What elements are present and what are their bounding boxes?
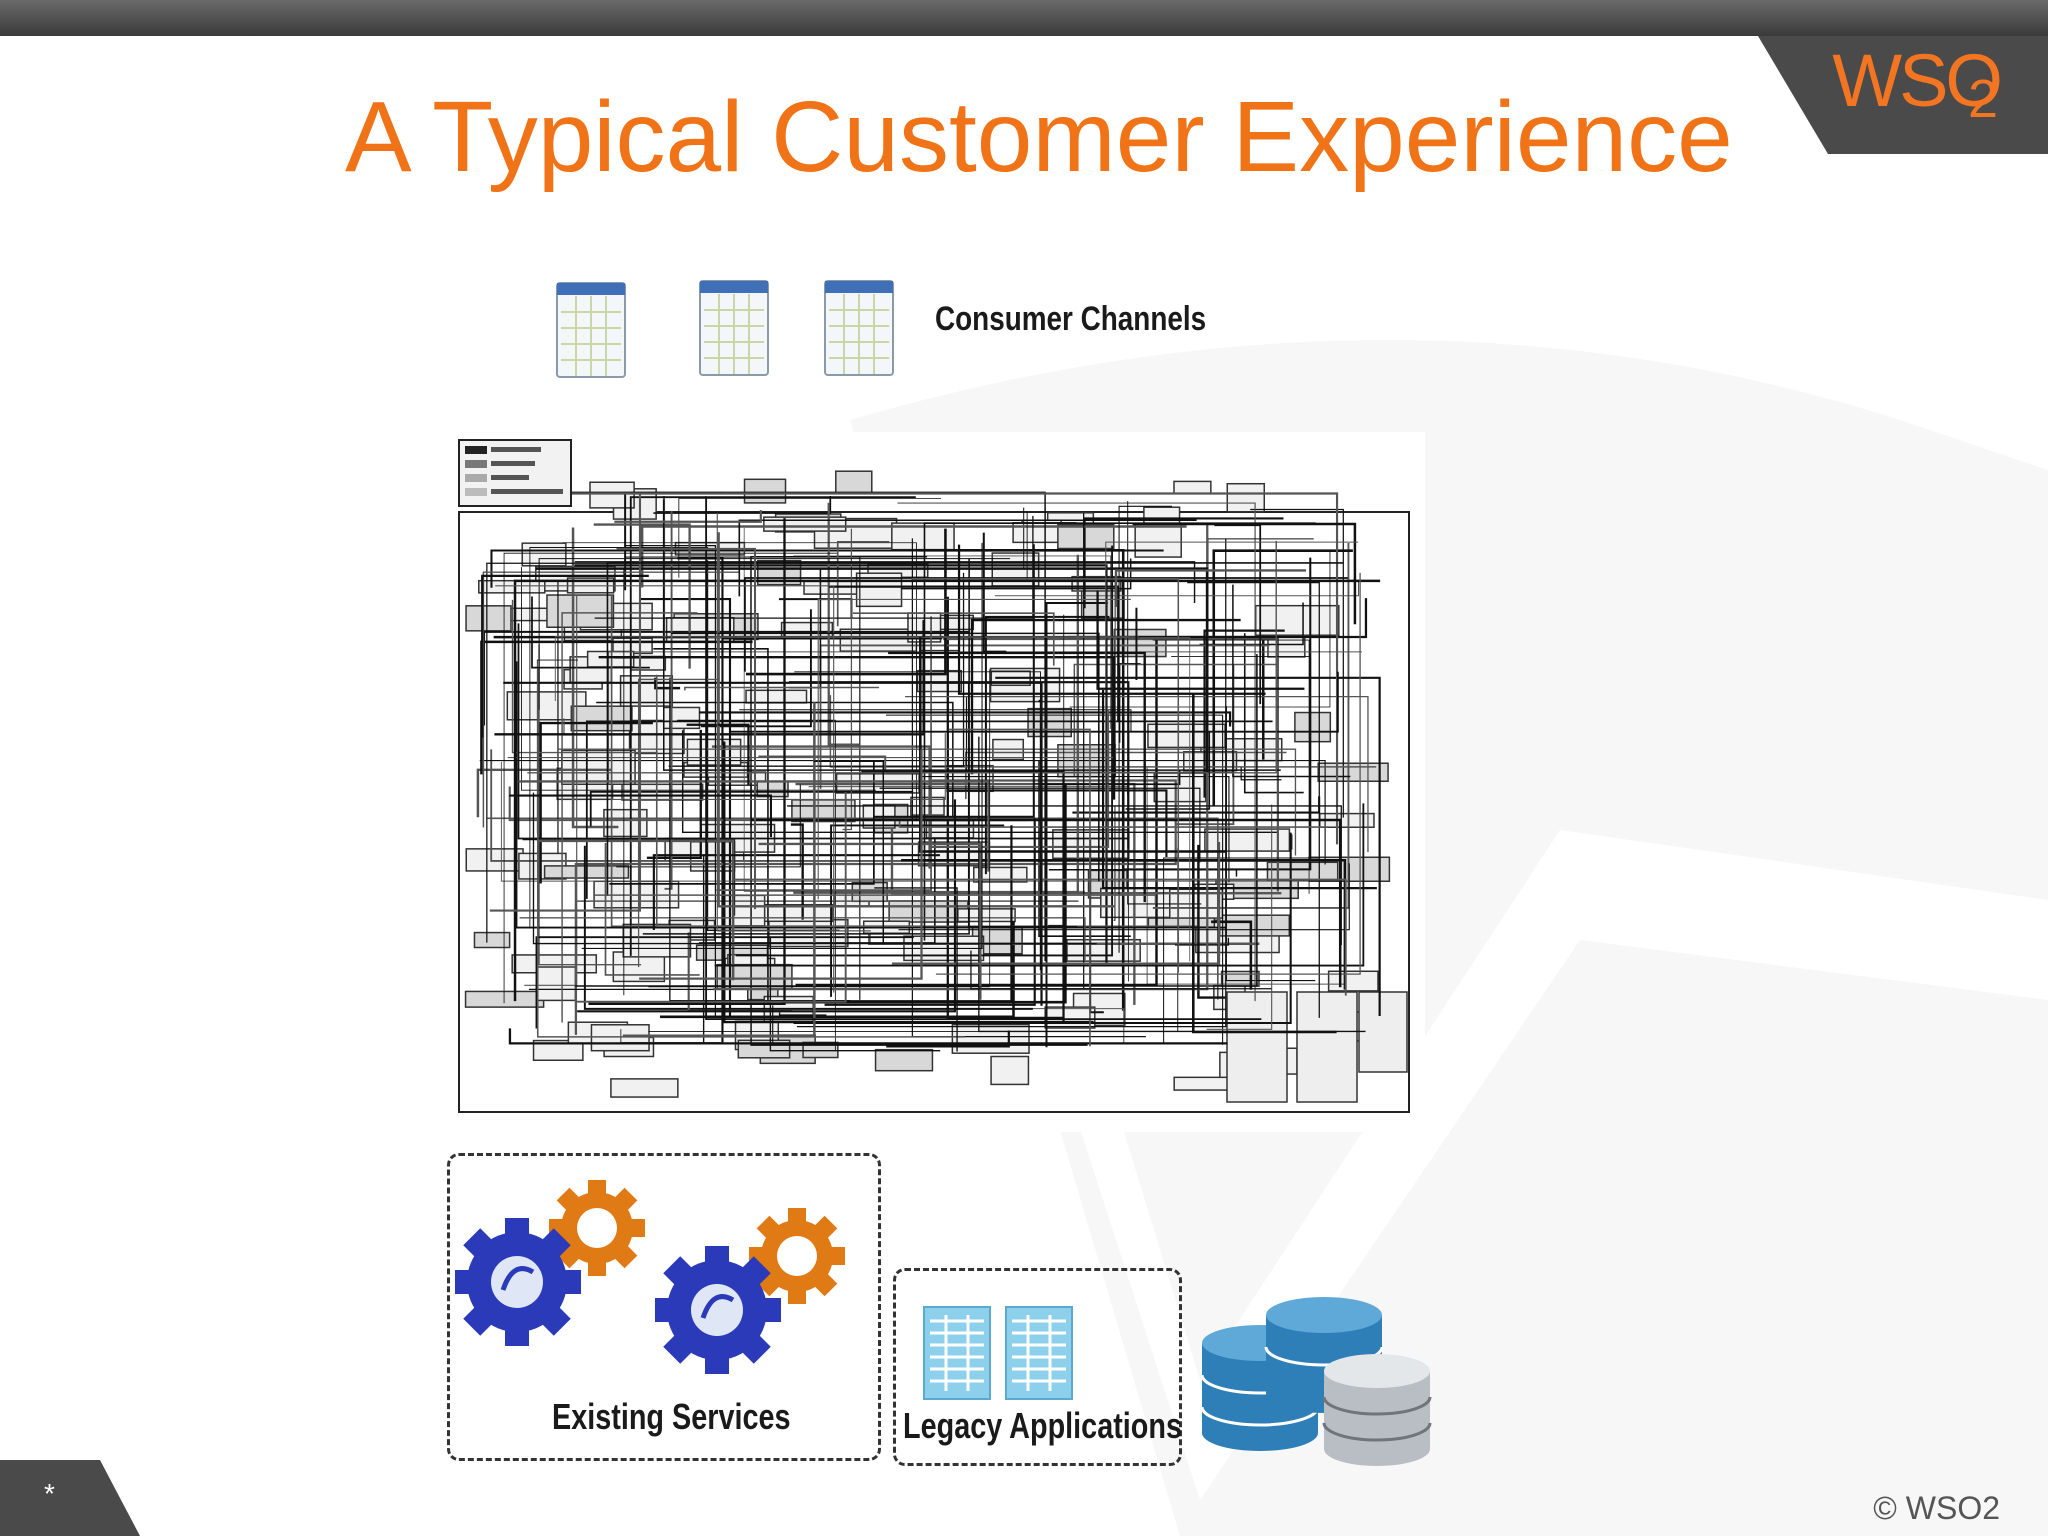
gears-icon xyxy=(655,1208,845,1374)
app-window-icon xyxy=(699,280,769,376)
copyright-text: © WSO2 xyxy=(1873,1490,2000,1526)
legacy-applications-group xyxy=(893,1268,1182,1466)
integration-diagram xyxy=(447,432,1425,1132)
diagram-legend xyxy=(458,439,572,507)
top-bar xyxy=(0,0,2048,36)
logo-tab xyxy=(1758,36,2048,154)
database-icon xyxy=(1322,1354,1432,1466)
slide-number-tab xyxy=(0,1460,140,1536)
server-icon xyxy=(923,1306,1073,1400)
slide-title: A Typical Customer Experience xyxy=(345,81,1733,193)
legacy-applications-label: Legacy Applications xyxy=(903,1405,1182,1446)
existing-services-label: Existing Services xyxy=(552,1396,791,1437)
slide-number: * xyxy=(44,1478,55,1509)
gears-icon xyxy=(455,1180,645,1346)
app-window-icon xyxy=(824,280,894,376)
existing-services-group xyxy=(447,1153,881,1461)
logo-text: WSO xyxy=(1832,39,2003,122)
app-window-icon xyxy=(556,282,626,378)
database-icon xyxy=(1200,1297,1432,1466)
consumer-channels-label: Consumer Channels xyxy=(935,300,1207,338)
logo-subscript: 2 xyxy=(1967,69,1998,129)
